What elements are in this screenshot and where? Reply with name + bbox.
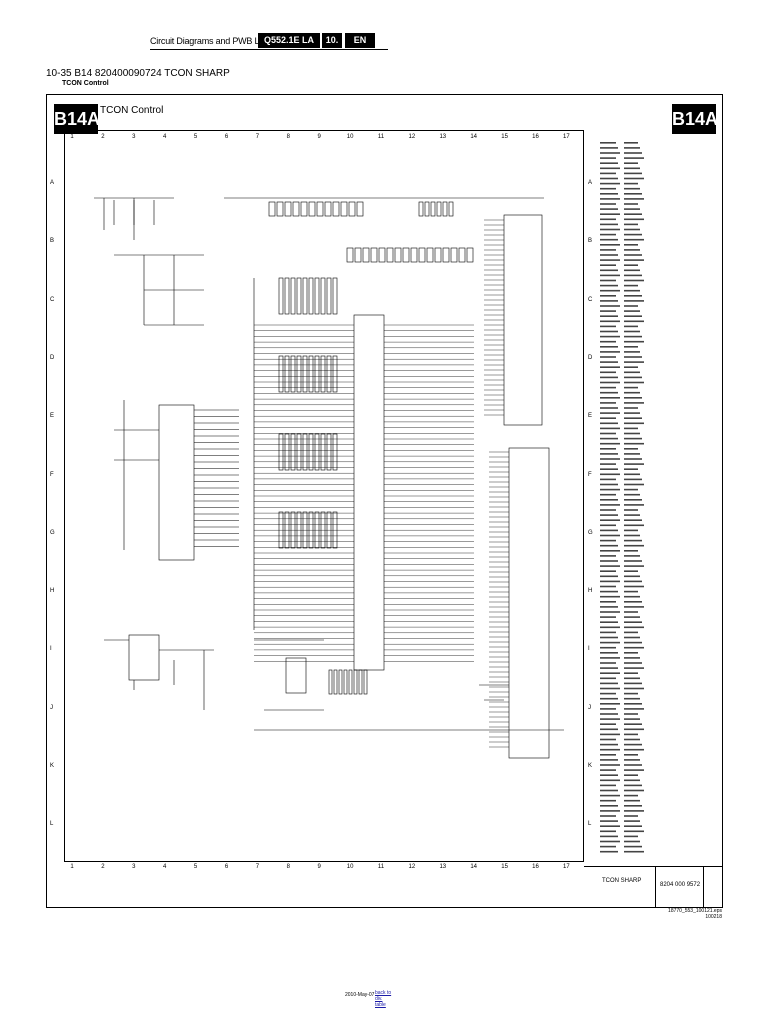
column-number: 10	[346, 864, 354, 870]
row-letter: J	[50, 704, 53, 711]
file-reference-number: 100218	[705, 914, 722, 920]
row-letter: F	[588, 471, 592, 478]
row-letter: L	[50, 821, 54, 828]
back-to-table-link[interactable]: back to div. table	[375, 990, 392, 1008]
column-number: 6	[224, 864, 229, 870]
schematic-drawing	[94, 197, 564, 759]
row-letter: G	[588, 529, 593, 536]
footer-date: 2010-May-07	[345, 992, 375, 998]
file-reference: 18770_553_100121.eps 100218	[660, 908, 722, 920]
title-block-name: TCON SHARP	[602, 878, 642, 884]
column-number: 11	[377, 134, 385, 140]
row-letter: H	[50, 588, 55, 595]
row-letter: B	[50, 238, 55, 245]
file-reference-name: 18770_553_100121.eps	[668, 908, 722, 914]
page-badge: EN 215	[345, 33, 375, 60]
column-number: 8	[286, 864, 290, 870]
schematic-area	[64, 130, 584, 862]
header-rule	[150, 49, 388, 50]
column-number: 13	[439, 864, 447, 870]
row-letter: L	[588, 821, 592, 828]
sheet-badge-right: B14A	[672, 104, 718, 134]
column-number: 1	[70, 134, 74, 140]
column-number: 9	[317, 864, 321, 870]
column-number: 7	[255, 134, 260, 140]
title-block	[584, 866, 722, 909]
schematic-frame	[46, 94, 723, 908]
row-letter: K	[50, 763, 55, 769]
column-number: 6	[224, 134, 229, 140]
column-number: 17	[563, 134, 570, 140]
row-letter: C	[50, 296, 55, 303]
column-number: 3	[132, 864, 136, 870]
sheet-badge-left: B14A	[54, 104, 100, 134]
column-number: 16	[532, 864, 539, 870]
page-subtitle: 10-35 B14 820400090724 TCON SHARP	[46, 68, 230, 79]
row-letter: D	[588, 354, 593, 361]
header-title: Circuit Diagrams and PWB Layouts	[150, 36, 285, 46]
column-number: 12	[408, 134, 416, 140]
row-letter: A	[588, 180, 593, 186]
column-number: 10	[346, 134, 354, 140]
column-number: 13	[439, 134, 447, 140]
row-letter: B	[588, 238, 593, 245]
row-letter: D	[50, 354, 55, 361]
column-number: 3	[132, 134, 136, 140]
page-subtitle-small: TCON Control	[62, 80, 109, 87]
column-number: 14	[470, 864, 478, 870]
diagram-title: TCON Control	[100, 105, 164, 116]
column-number: 15	[501, 864, 508, 870]
row-letter: J	[588, 704, 591, 711]
column-number: 2	[101, 134, 105, 140]
title-block-divider	[655, 866, 656, 908]
column-number: 4	[163, 134, 167, 140]
row-letter: C	[588, 296, 593, 303]
column-number: 9	[317, 134, 321, 140]
row-letter: G	[50, 529, 55, 536]
row-letter: I	[50, 646, 52, 653]
column-number: 1	[70, 864, 74, 870]
model-badge: Q552.1E LA	[258, 33, 320, 48]
column-number: 2	[101, 864, 105, 870]
column-number: 8	[286, 134, 290, 140]
column-number: 12	[408, 864, 416, 870]
row-letter: E	[588, 413, 593, 420]
column-number: 17	[563, 864, 570, 870]
column-number: 5	[193, 864, 198, 870]
column-number: 14	[470, 134, 478, 140]
row-letter: A	[50, 180, 55, 186]
column-number: 11	[377, 864, 385, 870]
column-number: 5	[193, 134, 198, 140]
title-block-code: 8204 000 9572	[660, 882, 701, 888]
row-letter: I	[588, 646, 590, 653]
row-letter: F	[50, 471, 54, 478]
column-number: 16	[532, 134, 539, 140]
row-letter: H	[588, 588, 593, 595]
row-letter: E	[50, 413, 55, 420]
column-number: 7	[255, 864, 260, 870]
row-letter: K	[588, 763, 593, 769]
reference-list	[600, 142, 644, 853]
title-block-revision	[703, 866, 722, 908]
section-badge: 10.	[322, 33, 342, 48]
column-number: 4	[163, 864, 167, 870]
column-number: 15	[501, 134, 508, 140]
